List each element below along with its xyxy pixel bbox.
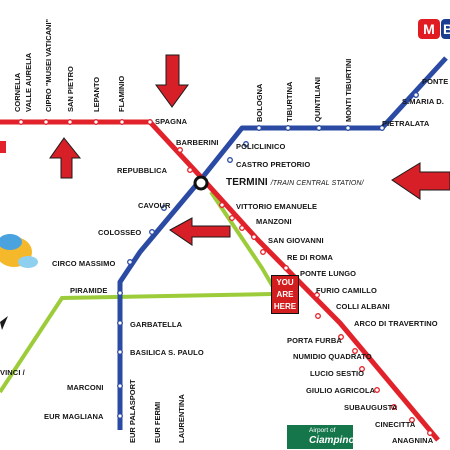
airport-line1: Airport of bbox=[309, 427, 336, 434]
station-label: LAURENTINA bbox=[177, 394, 186, 443]
station-label: MONTI TIBURTINI bbox=[344, 58, 353, 122]
station-label: CORNELIA bbox=[13, 72, 22, 112]
station-label: BARBERINI bbox=[176, 138, 219, 147]
station-label: SUBAUGUSTA bbox=[344, 403, 398, 412]
station-label: VITTORIO EMANUELE bbox=[236, 202, 318, 211]
station-label: REPUBBLICA bbox=[117, 166, 168, 175]
station-label: ARCO DI TRAVERTINO bbox=[354, 319, 438, 328]
station-label: COLLI ALBANI bbox=[336, 302, 390, 311]
station-label: GARBATELLA bbox=[130, 320, 183, 329]
arrow-left-icon bbox=[169, 217, 231, 246]
you-line: YOU bbox=[276, 278, 294, 287]
station-label: ANAGNINA bbox=[392, 436, 434, 445]
station-label: MANZONI bbox=[256, 217, 292, 226]
station-label: COLOSSEO bbox=[98, 228, 142, 237]
metro-logo-red: M bbox=[418, 19, 440, 39]
airport-badge: Airport of Ciampino bbox=[287, 425, 355, 449]
pointer-arrow-icon bbox=[0, 316, 8, 330]
station-label: BOLOGNA bbox=[255, 83, 264, 122]
station-label: PONTE LUNGO bbox=[300, 269, 357, 278]
station-label: SAN PIETRO bbox=[66, 66, 75, 112]
are-line: ARE bbox=[276, 290, 294, 299]
arrow-up-icon bbox=[49, 137, 82, 179]
station-label: FLAMINIO bbox=[117, 75, 126, 112]
termini-label: TERMINI /TRAIN CENTRAL STATION/ bbox=[226, 177, 364, 188]
station-label: CAVOUR bbox=[138, 201, 171, 210]
station-label: PIETRALATA bbox=[382, 119, 430, 128]
station-label: QUINTILIANI bbox=[313, 77, 322, 122]
station-label: RE DI ROMA bbox=[287, 253, 333, 262]
you-are-here-marker: YOU ARE HERE bbox=[271, 275, 299, 314]
station-label: VINCI / bbox=[0, 368, 25, 377]
station-label: TIBURTINA bbox=[285, 81, 294, 122]
arrow-left-large-icon bbox=[391, 162, 450, 200]
station-label: EUR PALASPORT bbox=[128, 379, 137, 443]
station-label: PIRAMIDE bbox=[70, 286, 108, 295]
station-label: CASTRO PRETORIO bbox=[236, 160, 311, 169]
red-line bbox=[0, 119, 440, 442]
station-label: EUR FERMI bbox=[153, 401, 162, 443]
station-label: NUMIDIO QUADRATO bbox=[293, 352, 372, 361]
station-label: SAN GIOVANNI bbox=[268, 236, 324, 245]
station-label: POLICLINICO bbox=[236, 142, 286, 151]
station-label: PONTE bbox=[422, 77, 449, 86]
station-label: LEPANTO bbox=[92, 76, 101, 112]
station-label: LUCIO SESTIO bbox=[310, 369, 365, 378]
here-line: HERE bbox=[273, 302, 297, 311]
station-label: CINECITTA bbox=[375, 420, 416, 429]
green-line bbox=[0, 292, 273, 394]
station-label: MARCONI bbox=[67, 383, 104, 392]
station-label: EUR MAGLIANA bbox=[44, 412, 104, 421]
station-label: S.MARIA D. bbox=[402, 97, 444, 106]
station-label: CIRCO MASSIMO bbox=[52, 259, 116, 268]
station-label: PORTA FURBA bbox=[287, 336, 342, 345]
station-label: SPAGNA bbox=[155, 117, 188, 126]
station-label: GIULIO AGRICOLA bbox=[306, 386, 376, 395]
metro-logo-blue: B bbox=[441, 19, 450, 39]
station-label: CIPRO "MUSEI VATICANI" bbox=[44, 18, 53, 112]
station-label: FURIO CAMILLO bbox=[316, 286, 377, 295]
airport-line2: Ciampino bbox=[309, 435, 355, 446]
station-label: BASILICA S. PAULO bbox=[130, 348, 204, 357]
station-label: VALLE AURELIA bbox=[24, 52, 33, 112]
arrow-down-icon bbox=[155, 54, 189, 108]
